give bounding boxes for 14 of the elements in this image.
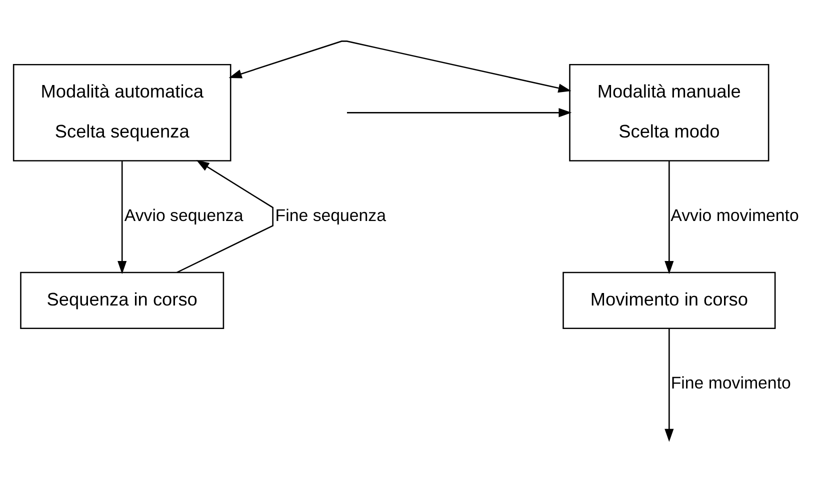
arrow — [118, 161, 127, 274]
edge-label: Avvio sequenza — [124, 206, 244, 226]
node-box: Modalità automatica Scelta sequenza — [12, 64, 232, 162]
arrow — [228, 40, 572, 93]
edge-label: Fine sequenza — [275, 206, 386, 226]
arrow — [664, 328, 674, 442]
node-box: Movimento in corso — [562, 272, 776, 330]
arrow — [176, 160, 274, 273]
node-box: Sequenza in corso — [20, 272, 224, 330]
arrow — [664, 161, 674, 274]
arrow — [346, 108, 572, 118]
edge-label: Fine movimento — [670, 374, 791, 393]
edge-label: Avvio movimento — [670, 206, 799, 226]
node-box: Modalità manuale Scelta modo — [569, 64, 770, 162]
